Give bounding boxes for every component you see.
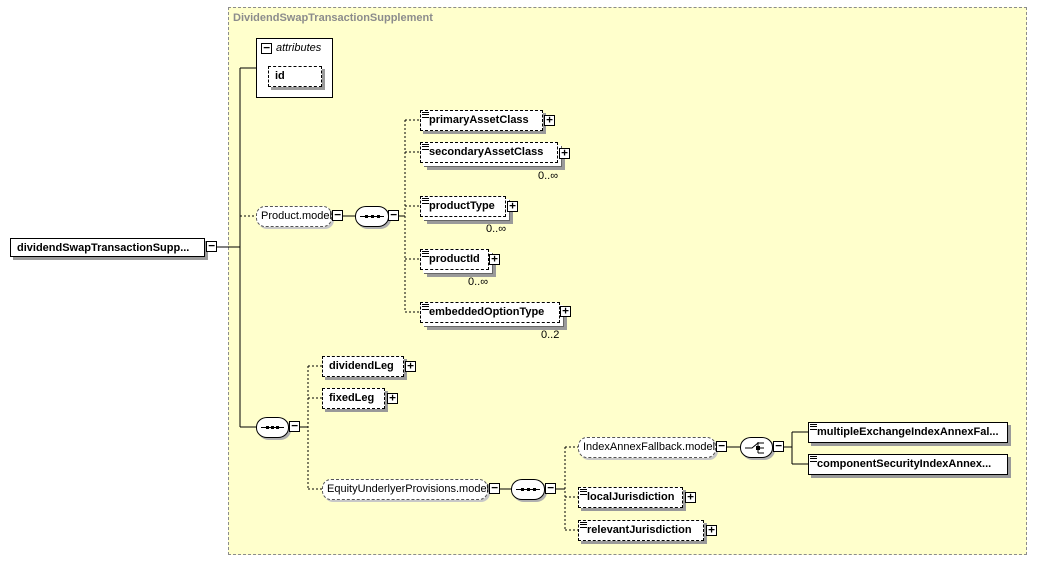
collapse-sequence-icon[interactable]: − [289,420,300,432]
occurrence-label: 0..∞ [538,170,559,182]
occurrence-label: 0..2 [541,329,560,341]
collapse-root-icon[interactable]: − [206,240,217,252]
documentation-lines-icon [422,198,429,204]
group-index-annex-fallback-model[interactable]: IndexAnnexFallback.model [578,437,716,458]
attributes-title: attributes [276,42,322,54]
element-component-security-index-annex[interactable]: componentSecurityIndexAnnex... [808,454,1008,475]
documentation-lines-icon [422,304,429,310]
choice-compositor[interactable] [740,437,773,458]
expand-relevant-jurisdiction-icon[interactable]: + [706,524,717,536]
sequence-compositor-legs[interactable] [256,417,289,438]
sequence-compositor-icon [360,215,384,218]
group-equity-underlyer-provisions-model[interactable]: EquityUnderlyerProvisions.model [322,479,489,500]
documentation-lines-icon [422,144,429,150]
collapse-attributes-icon[interactable]: − [261,42,272,54]
sequence-compositor-equity[interactable] [511,479,545,500]
occurrence-label: 0..∞ [486,223,507,235]
expand-dividend-leg-icon[interactable]: + [405,360,416,372]
sequence-compositor-icon [261,426,284,429]
expand-local-jurisdiction-icon[interactable]: + [685,491,696,503]
documentation-lines-icon [422,112,429,118]
element-label: productId [429,253,480,265]
choice-compositor-icon [745,442,764,454]
documentation-lines-icon [580,522,587,528]
element-relevant-jurisdiction[interactable]: relevantJurisdiction [578,520,704,541]
collapse-choice-icon[interactable]: − [773,440,784,452]
collapse-product-model-icon[interactable]: − [332,209,343,221]
collapse-index-annex-fallback-icon[interactable]: − [716,440,727,452]
element-fixed-leg[interactable]: fixedLeg [322,388,385,409]
element-label: multipleExchangeIndexAnnexFal... [817,426,999,438]
attribute-id[interactable]: id [268,66,322,87]
element-label: localJurisdiction [587,491,675,503]
documentation-lines-icon [422,251,429,257]
sequence-compositor-icon [516,488,540,491]
expand-product-id-icon[interactable]: + [489,253,500,265]
collapse-sequence-icon[interactable]: − [545,482,556,494]
sequence-compositor-product[interactable] [355,206,389,227]
expand-fixed-leg-icon[interactable]: + [387,392,398,404]
expand-product-type-icon[interactable]: + [507,200,518,212]
element-multiple-exchange-index-annex-fallback[interactable]: multipleExchangeIndexAnnexFal... [808,422,1008,443]
expand-primary-asset-class-icon[interactable]: + [544,114,555,126]
element-product-id[interactable]: productId [420,249,489,270]
element-secondary-asset-class[interactable]: secondaryAssetClass [420,142,558,163]
element-dividend-leg[interactable]: dividendLeg [322,356,404,377]
element-label: productType [429,200,495,212]
documentation-lines-icon [580,489,587,495]
element-label: componentSecurityIndexAnnex... [817,458,992,470]
expand-embedded-option-type-icon[interactable]: + [560,305,571,317]
collapse-equity-provisions-icon[interactable]: − [489,482,500,494]
occurrence-label: 0..∞ [468,276,489,288]
element-local-jurisdiction[interactable]: localJurisdiction [578,487,683,508]
element-label: relevantJurisdiction [587,524,692,536]
element-label: primaryAssetClass [429,114,529,126]
documentation-lines-icon [810,456,817,462]
element-label: embeddedOptionType [429,306,545,318]
expand-secondary-asset-class-icon[interactable]: + [559,147,570,159]
documentation-lines-icon [810,424,817,430]
element-primary-asset-class[interactable]: primaryAssetClass [420,110,543,131]
group-product-model[interactable]: Product.model [256,206,332,227]
collapse-sequence-icon[interactable]: − [388,209,399,221]
element-label: secondaryAssetClass [429,146,544,158]
root-element-dividend-swap[interactable]: dividendSwapTransactionSupp... [10,238,205,257]
element-embedded-option-type[interactable]: embeddedOptionType [420,302,560,323]
element-product-type[interactable]: productType [420,196,506,217]
complex-type-title: DividendSwapTransactionSupplement [233,12,433,24]
